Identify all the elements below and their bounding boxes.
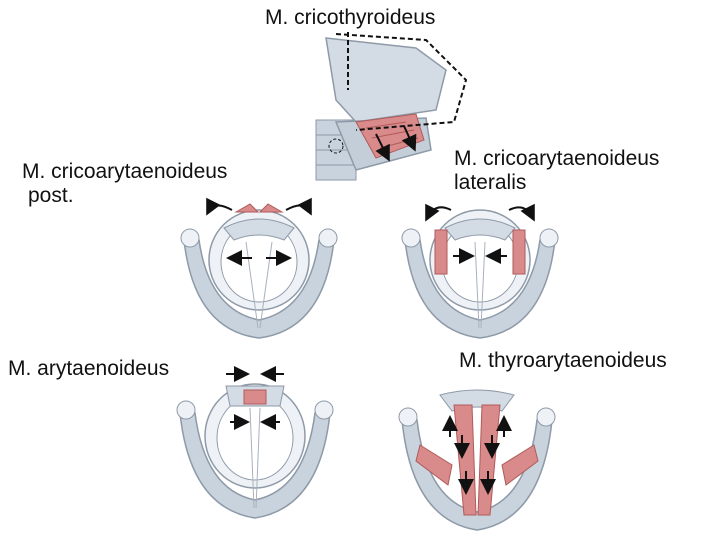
label-posterior-line1: M. cricoarytaenoideus (22, 160, 227, 184)
cricothyroid-illustration (296, 30, 476, 190)
label-lateral-line1: M. cricoarytaenoideus (454, 147, 659, 171)
posterior-cricoarytenoid-illustration (174, 190, 344, 340)
label-lateral-cricoarytenoid: M. cricoarytaenoideus lateralis (454, 147, 659, 195)
thyroarytenoid-illustration (392, 375, 562, 535)
label-cricothyroid: M. cricothyroideus (265, 6, 435, 30)
lateral-cricoarytenoid-illustration (395, 190, 565, 340)
label-thyroarytenoid: M. thyroarytaenoideus (459, 349, 667, 373)
label-arytenoid: M. arytaenoideus (8, 357, 169, 381)
arytenoid-illustration (170, 358, 340, 528)
